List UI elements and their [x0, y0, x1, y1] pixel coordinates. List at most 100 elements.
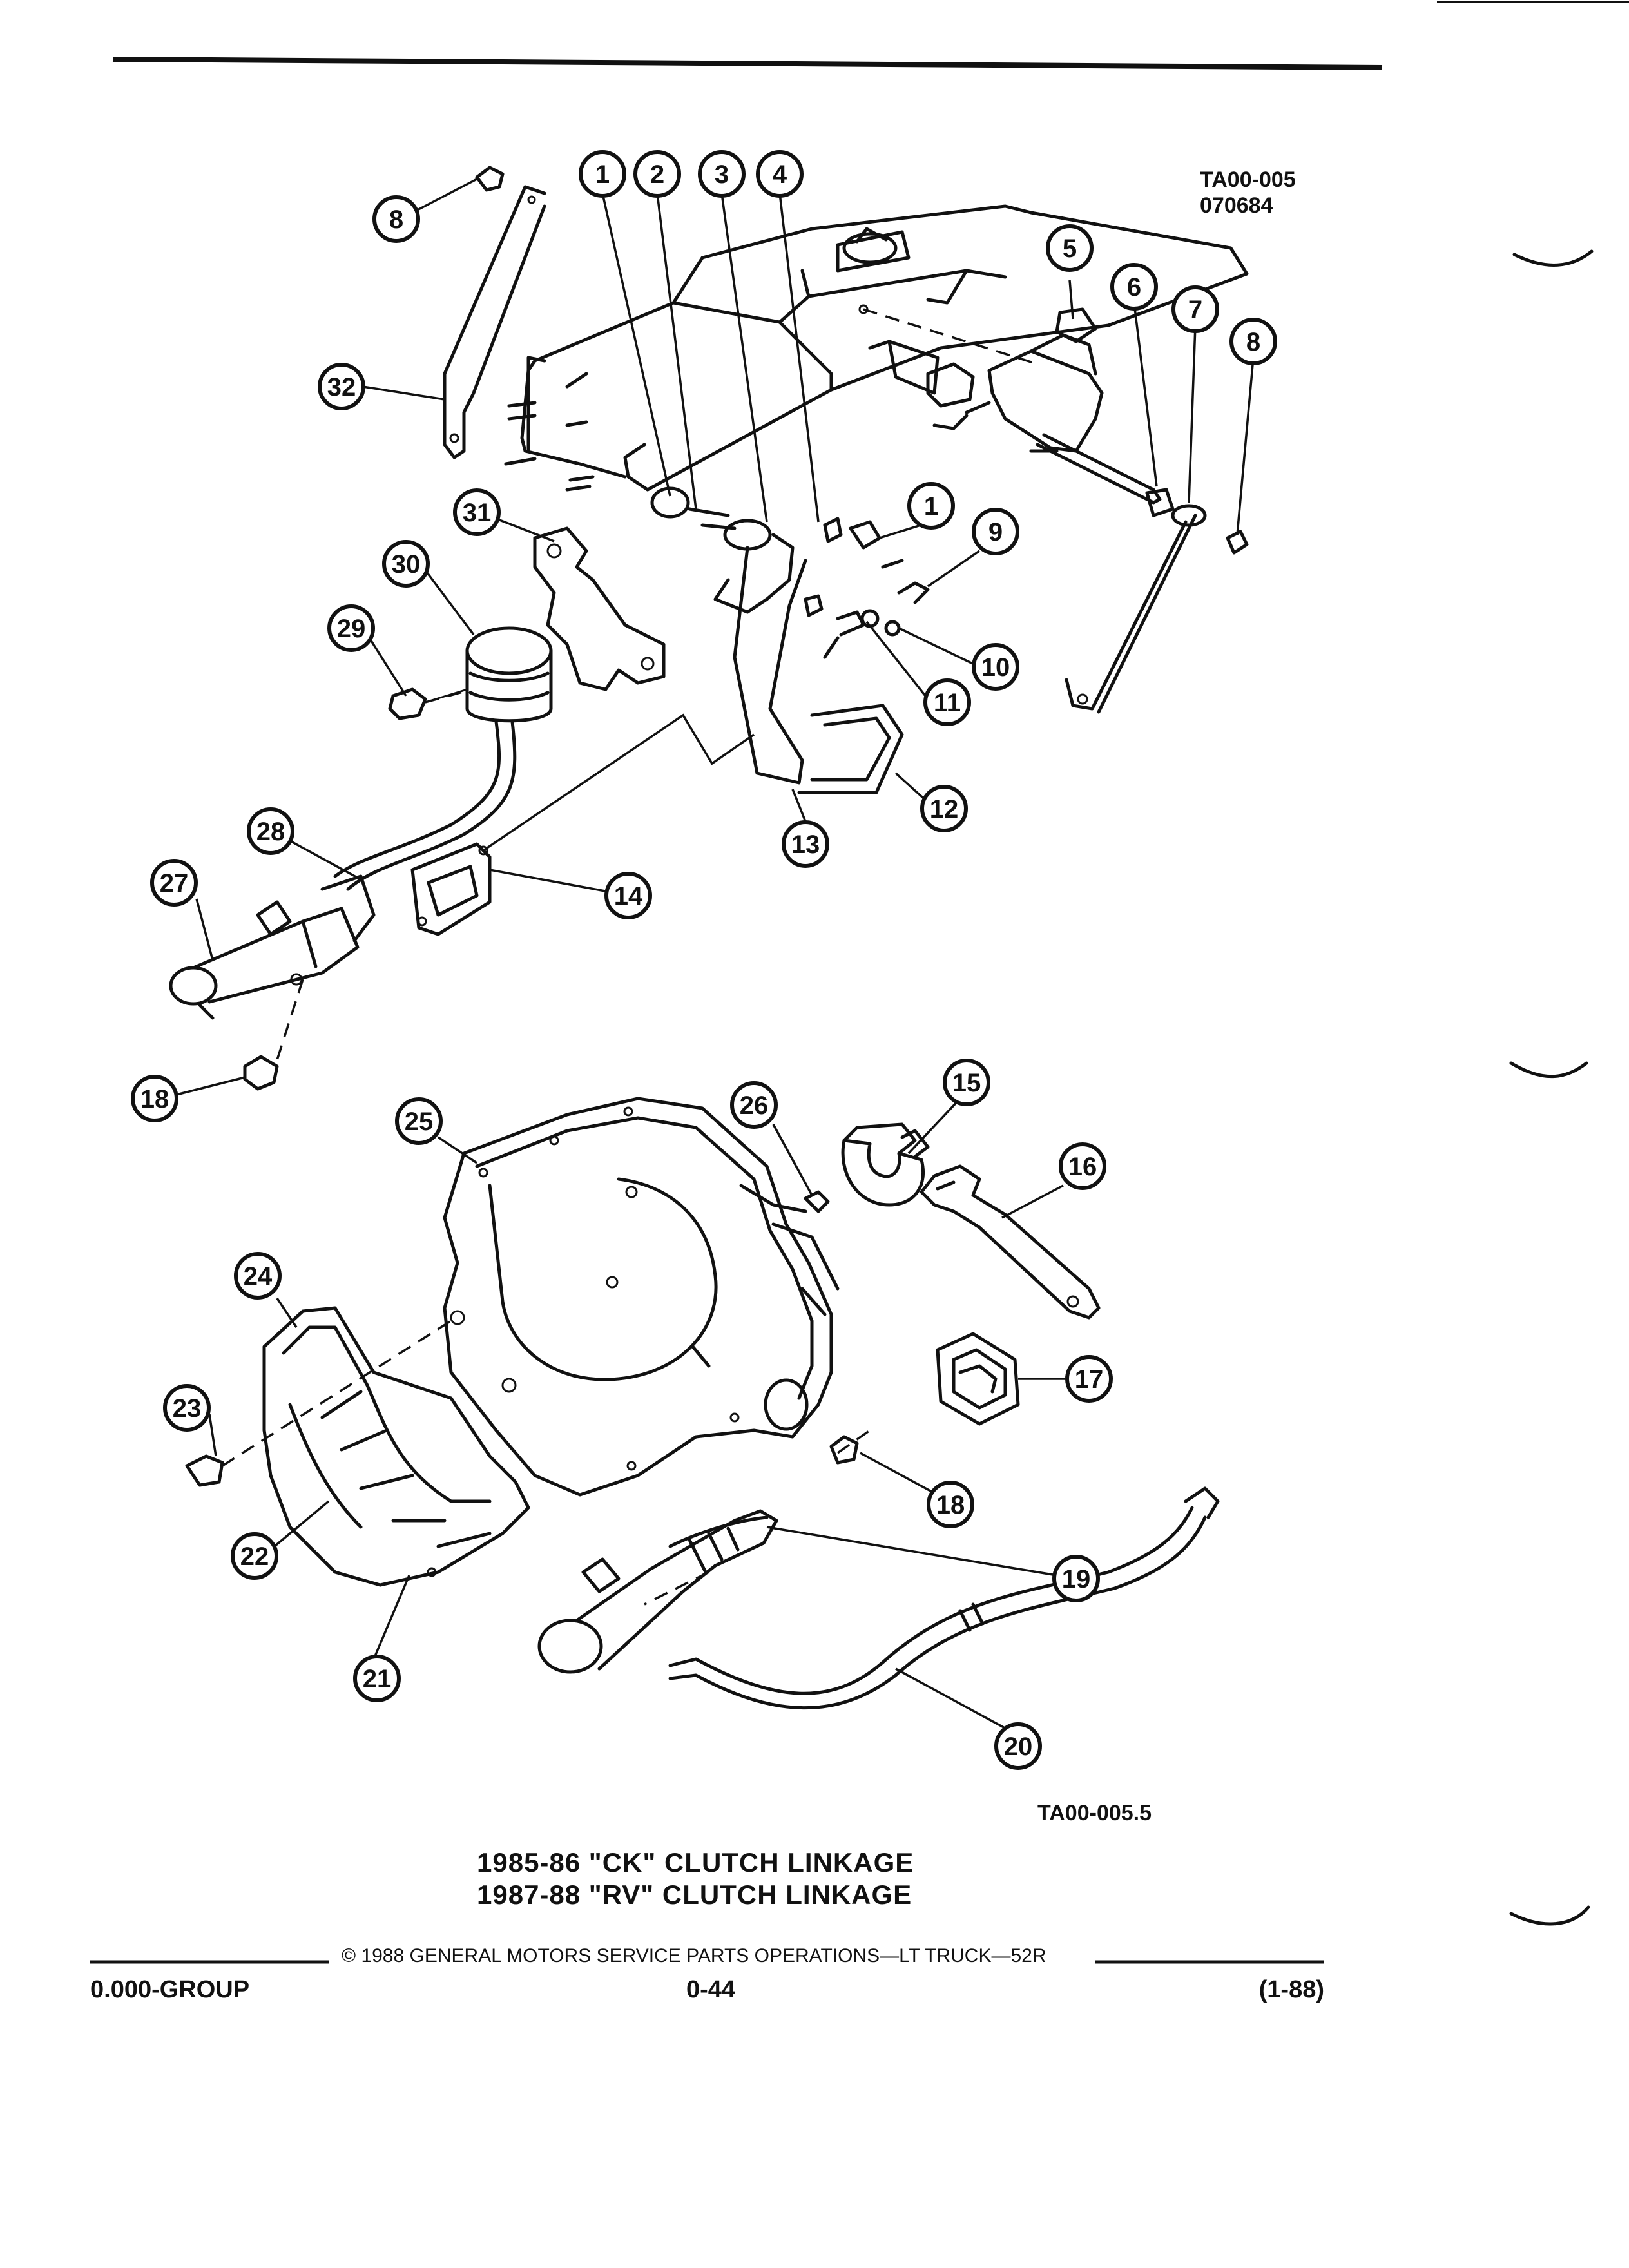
callout-1: 1 [907, 482, 955, 530]
margin-mark-1 [1512, 249, 1594, 267]
callout-number: 29 [337, 615, 366, 643]
callout-circle [698, 150, 746, 198]
callout-circle [353, 1655, 401, 1702]
callout-number: 19 [1062, 1565, 1091, 1593]
callout-31: 31 [453, 488, 501, 536]
callout-11: 11 [923, 678, 971, 726]
callout-number: 32 [327, 373, 356, 401]
footer-copyright: © 1988 GENERAL MOTORS SERVICE PARTS OPER… [342, 1945, 1046, 1966]
callout-number: 1 [595, 160, 610, 189]
callout-circle [372, 195, 420, 243]
margin-mark-2 [1509, 1061, 1588, 1079]
callout-number: 27 [160, 869, 189, 898]
clutch-housing [443, 1097, 840, 1497]
callout-number: 7 [1188, 296, 1202, 324]
callout-circle [247, 807, 294, 855]
callout-circle [633, 150, 681, 198]
drawing-date-top: 070684 [1200, 193, 1273, 218]
alignment-dashes [222, 308, 1038, 1606]
callout-circle [150, 859, 198, 907]
callout-number: 8 [1246, 328, 1260, 356]
drawing-code-top: TA00-005 [1200, 168, 1296, 192]
callout-circle [972, 508, 1019, 555]
callout-16: 16 [1059, 1142, 1106, 1190]
callout-25: 25 [395, 1097, 443, 1145]
pedal-bracket-assembly [504, 204, 1249, 492]
footer-page: 0-44 [686, 1976, 735, 2003]
shield-and-slave-cylinder [185, 1055, 1220, 1710]
callout-number: 2 [650, 160, 664, 189]
callout-9: 9 [972, 508, 1019, 555]
callout-circle [1065, 1355, 1113, 1403]
bearing-and-fork [804, 1122, 1101, 1465]
callout-17: 17 [1065, 1355, 1113, 1403]
callout-number: 18 [936, 1491, 965, 1519]
callout-24: 24 [234, 1252, 282, 1300]
callout-14: 14 [604, 872, 652, 919]
drawing-code-bottom: TA00-005.5 [1037, 1801, 1152, 1825]
callout-number: 12 [930, 795, 959, 823]
callout-20: 20 [994, 1722, 1042, 1770]
callout-number: 23 [173, 1394, 202, 1423]
callout-27: 27 [150, 859, 198, 907]
callout-number: 4 [773, 160, 787, 189]
callout-30: 30 [382, 540, 430, 588]
callout-circle [907, 482, 955, 530]
callout-32: 32 [318, 363, 365, 410]
callout-circle [1171, 285, 1219, 333]
callout-number: 13 [791, 831, 820, 859]
callout-number: 15 [952, 1069, 981, 1097]
clutch-start-switch [926, 307, 1104, 453]
top-rule [112, 57, 1383, 70]
callout-number: 16 [1068, 1153, 1097, 1181]
callout-5: 5 [1046, 224, 1094, 272]
callout-8: 8 [372, 195, 420, 243]
callout-number: 20 [1004, 1733, 1033, 1761]
callout-circle [730, 1081, 778, 1129]
callout-6: 6 [1110, 263, 1158, 311]
callout-circle [163, 1384, 211, 1432]
callout-12: 12 [920, 785, 968, 832]
callout-number: 3 [715, 160, 729, 189]
callout-number: 22 [240, 1542, 269, 1571]
callout-number: 17 [1075, 1365, 1104, 1394]
callout-circle [604, 872, 652, 919]
callout-number: 6 [1127, 273, 1141, 302]
pushrod-and-rods [443, 166, 1249, 714]
callout-number: 5 [1063, 235, 1077, 263]
callout-circle [453, 488, 501, 536]
callout-circle [972, 643, 1019, 691]
callout-circle [327, 604, 375, 652]
callout-number: 8 [389, 206, 403, 234]
callout-22: 22 [231, 1532, 278, 1580]
callout-18: 18 [927, 1481, 974, 1528]
callout-number: 14 [614, 882, 643, 910]
callout-circle [927, 1481, 974, 1528]
margin-mark-3 [1509, 1905, 1590, 1926]
caption-line-2: 1987-88 "RV" CLUTCH LINKAGE [477, 1879, 912, 1910]
callout-circle [231, 1532, 278, 1580]
caption-line-1: 1985-86 "CK" CLUTCH LINKAGE [477, 1847, 914, 1878]
callout-number: 9 [988, 518, 1003, 546]
master-cylinder-assembly [169, 526, 755, 1020]
callout-number: 26 [740, 1091, 769, 1120]
clutch-pedal [650, 486, 930, 794]
callout-circle [131, 1075, 178, 1122]
callout-26: 26 [730, 1081, 778, 1129]
callout-23: 23 [163, 1384, 211, 1432]
callout-18: 18 [131, 1075, 178, 1122]
callout-13: 13 [782, 820, 829, 868]
leader-lines [173, 178, 1255, 1731]
callout-circle [395, 1097, 443, 1145]
callout-circle [1110, 263, 1158, 311]
callout-number: 1 [924, 492, 938, 521]
callout-2: 2 [633, 150, 681, 198]
callout-15: 15 [943, 1059, 990, 1106]
callout-circle [756, 150, 804, 198]
footer-group: 0.000-GROUP [90, 1976, 249, 2003]
callout-3: 3 [698, 150, 746, 198]
callout-19: 19 [1052, 1555, 1100, 1602]
callout-number: 31 [463, 499, 492, 527]
callout-21: 21 [353, 1655, 401, 1702]
